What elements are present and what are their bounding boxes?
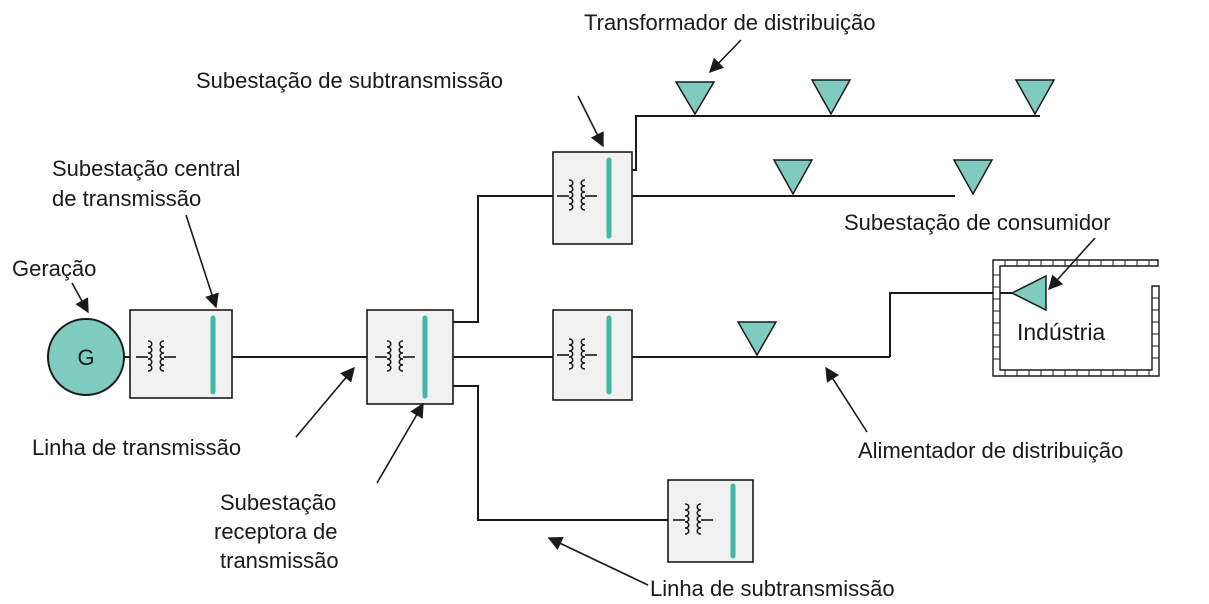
generator-symbol: G: [77, 345, 94, 370]
subtransmission-substation-bottom: [667, 479, 754, 563]
label-subestacao-central-line1: Subestação central: [52, 156, 240, 181]
arrow-icon: [295, 366, 355, 438]
distribution-transformer-icon: [952, 159, 994, 196]
central-transmission-substation: [129, 309, 233, 399]
arrow-icon: [577, 95, 604, 148]
arrow-icon: [708, 39, 742, 74]
industry-building: Indústria: [992, 259, 1160, 377]
arrow-icon: [376, 402, 424, 484]
arrow-icon: [185, 214, 219, 309]
arrows: [71, 39, 1096, 586]
subtransmission-substation-middle: [552, 309, 633, 401]
label-subestacao-subtransmissao: Subestação de subtransmissão: [196, 68, 503, 93]
label-linha-transmissao: Linha de transmissão: [32, 435, 241, 460]
arrow-icon: [71, 282, 89, 314]
distribution-transformer-icon: [1014, 79, 1056, 116]
consumer-transformer-icon: [1010, 274, 1047, 312]
label-linha-subtransmissao: Linha de subtransmissão: [650, 576, 895, 601]
label-geracao: Geração: [12, 256, 96, 281]
arrow-icon: [825, 366, 868, 433]
distribution-transformer-icon: [810, 79, 852, 116]
label-subestacao-receptora-line2: receptora de: [214, 519, 338, 544]
distribution-transformer-icon: [736, 321, 778, 357]
label-transformador-distribuicao: Transformador de distribuição: [584, 10, 875, 35]
receiving-transmission-substation: [366, 309, 454, 405]
subtransmission-line-upper: [452, 195, 553, 323]
label-alimentador-distribuicao: Alimentador de distribuição: [858, 438, 1123, 463]
label-subestacao-consumidor: Subestação de consumidor: [844, 210, 1111, 235]
label-subestacao-receptora-line1: Subestação: [220, 490, 336, 515]
distribution-transformer-icon: [772, 159, 814, 196]
industry-label: Indústria: [1017, 319, 1105, 345]
subtransmission-line-lower: [452, 385, 668, 521]
label-subestacao-receptora-line3: transmissão: [220, 548, 339, 573]
arrow-icon: [1048, 237, 1096, 291]
distribution-transformer-icon: [674, 81, 716, 116]
generator: G: [47, 318, 125, 396]
labels: Geração Subestação central de transmissã…: [12, 10, 1123, 601]
arrow-icon: [547, 537, 649, 586]
brick-wall: [992, 259, 1160, 377]
subtransmission-substation-top: [552, 151, 633, 245]
generator-circle: [47, 318, 125, 396]
distribution-transformers: [674, 79, 1056, 357]
feeder-to-industry: [889, 292, 1012, 357]
label-subestacao-central-line2: de transmissão: [52, 186, 201, 211]
